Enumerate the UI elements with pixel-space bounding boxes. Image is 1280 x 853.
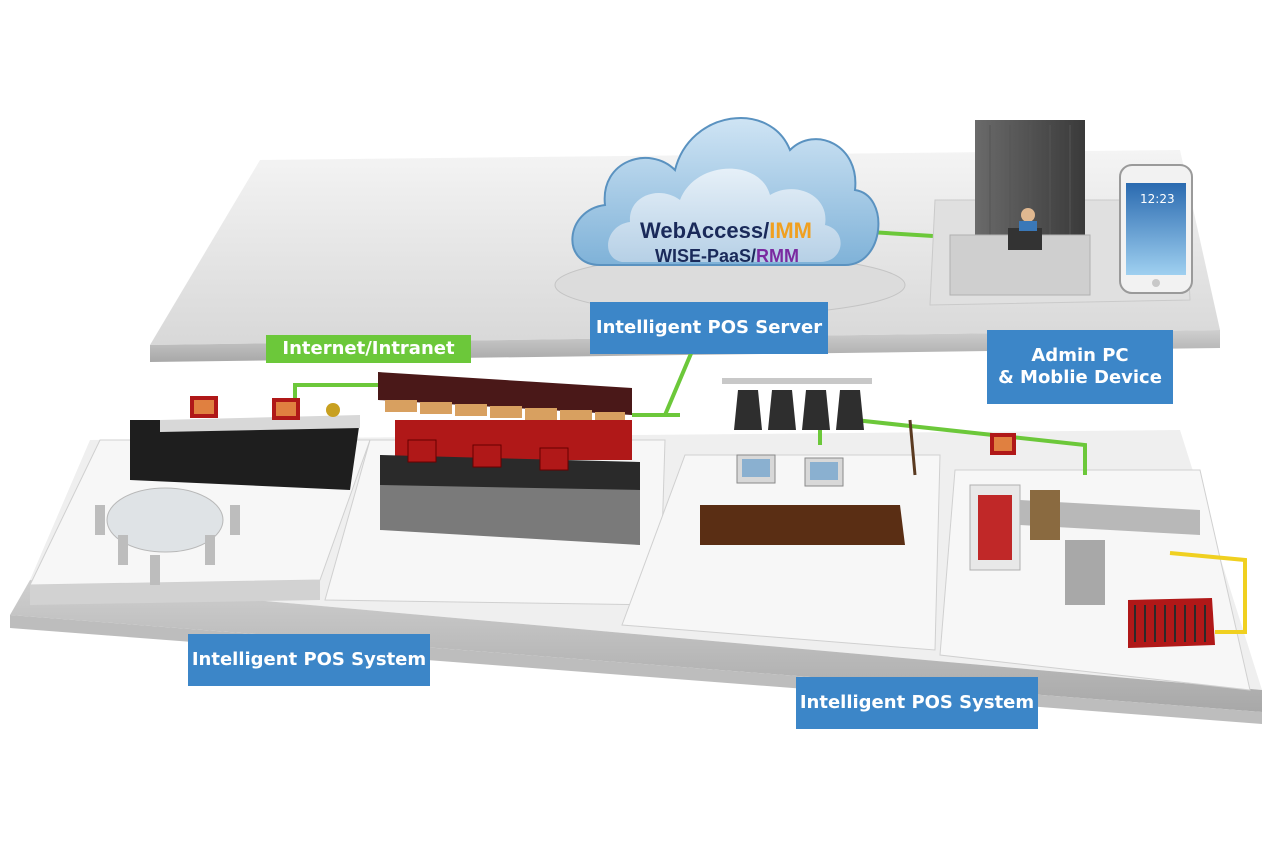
cloud-line-2: WISE-PaaS/RMM [655,246,799,267]
embedded-box-pc [1128,598,1215,648]
pos-system-label-left: Intelligent POS System [188,634,430,686]
cloud-line-1-accent: IMM [769,218,812,243]
cloud-line-1: WebAccess/IMM [640,218,812,244]
cloud-line-2-accent: RMM [756,246,800,266]
pos-terminal-3 [407,439,437,463]
cloud-line-1-main: WebAccess/ [640,218,770,243]
admin-label-line-1: Admin PC [1031,345,1129,366]
pos-terminal-5 [539,447,569,471]
admin-monitor [1008,228,1042,250]
phone-icon [1119,164,1193,294]
fastfood-counter [378,372,640,545]
pos-system-label-right: Intelligent POS System [796,677,1038,729]
retail-display [700,378,917,545]
pos-terminal-4 [472,444,502,468]
admin-person [1021,208,1035,222]
dining-table [95,487,240,585]
network-label: Internet/Intranet [266,335,471,363]
dining-counter [130,396,360,490]
server-label: Intelligent POS Server [590,302,828,354]
phone-time: 12:23 [1140,192,1175,206]
cloud-line-2-main: WISE-PaaS/ [655,246,757,266]
admin-label: Admin PC & Moblie Device [987,330,1173,404]
serial-line [1169,551,1247,634]
retail-section [621,454,941,651]
logistics-area [969,433,1215,648]
admin-label-line-2: & Moblie Device [998,367,1162,388]
cloud-icon [571,117,880,266]
